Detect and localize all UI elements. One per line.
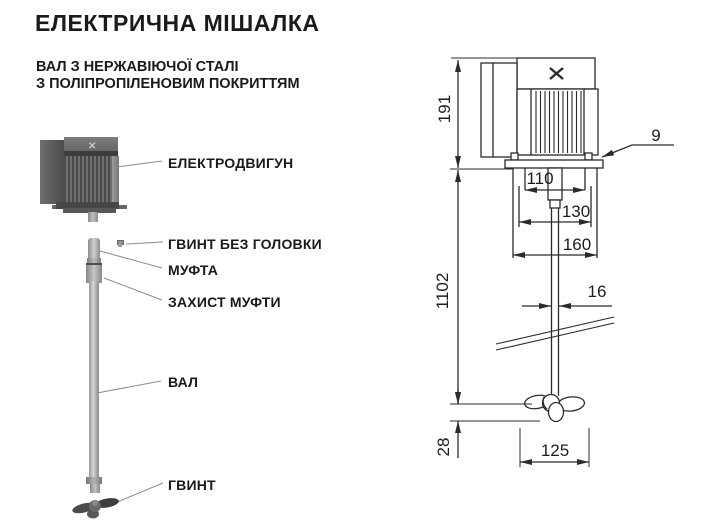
dim-value-110: 110 xyxy=(526,169,553,188)
label-headless-screw: ГВИНТ БЕЗ ГОЛОВКИ xyxy=(168,236,322,252)
page-title: ЕЛЕКТРИЧНА МІШАЛКА xyxy=(35,10,320,36)
dim-28 xyxy=(450,390,540,458)
dim-value-16: 16 xyxy=(588,282,607,301)
shaft-outline xyxy=(550,208,560,396)
page-subtitle: ВАЛ З НЕРЖАВІЮЧОЇ СТАЛІ З ПОЛІПРОПІЛЕНОВ… xyxy=(36,59,300,93)
subtitle-line-2: З ПОЛІПРОПІЛЕНОВИМ ПОКРИТТЯМ xyxy=(36,76,300,92)
motor-shaft-stub-render xyxy=(88,212,98,222)
technical-drawing xyxy=(450,57,674,467)
dim-value-160: 160 xyxy=(563,235,591,254)
headless-screw-tip-render xyxy=(118,244,122,247)
subtitle-line-1: ВАЛ З НЕРЖАВІЮЧОЇ СТАЛІ xyxy=(36,59,239,75)
shaft-render xyxy=(89,281,99,478)
propeller-outline xyxy=(523,393,586,423)
shaft-break-lines xyxy=(495,316,615,351)
label-propeller: ГВИНТ xyxy=(168,477,216,493)
motor-flange-render xyxy=(56,202,119,209)
motor-fins xyxy=(535,91,582,153)
shaft-end-stub-render xyxy=(90,484,100,493)
coupling-guard-render xyxy=(86,263,102,283)
dim-value-1102: 1102 xyxy=(433,273,452,310)
motor-flange-tab-right xyxy=(115,205,127,209)
dim-191 xyxy=(450,57,517,170)
coupling-ring-render xyxy=(87,258,101,263)
motor-fins-render xyxy=(66,156,113,206)
shaft-collar-render xyxy=(86,477,102,484)
label-coupling-guard: ЗАХИСТ МУФТИ xyxy=(168,294,281,310)
brand-x-mark xyxy=(549,67,564,80)
motor-outline xyxy=(480,57,604,169)
dim-value-125: 125 xyxy=(541,441,569,460)
motor-plate-render xyxy=(63,208,116,213)
propeller-render xyxy=(72,498,119,519)
dim-9-leader xyxy=(601,144,674,158)
label-coupling: МУФТА xyxy=(168,262,219,278)
motor-terminal-box-render xyxy=(40,140,68,204)
dim-value-28: 28 xyxy=(434,438,453,457)
label-shaft: ВАЛ xyxy=(168,374,199,390)
coupling-render xyxy=(88,238,100,259)
motor-side-render xyxy=(112,156,119,206)
dim-value-9: 9 xyxy=(651,126,660,145)
motor-cap-band-render xyxy=(64,151,118,156)
label-motor: ЕЛЕКТРОДВИГУН xyxy=(168,155,294,171)
leader-lines xyxy=(96,160,164,506)
dim-value-130: 130 xyxy=(562,202,590,221)
dim-value-191: 191 xyxy=(435,95,454,123)
brand-x-icon: ✕ xyxy=(88,141,97,152)
dim-125 xyxy=(519,428,590,467)
